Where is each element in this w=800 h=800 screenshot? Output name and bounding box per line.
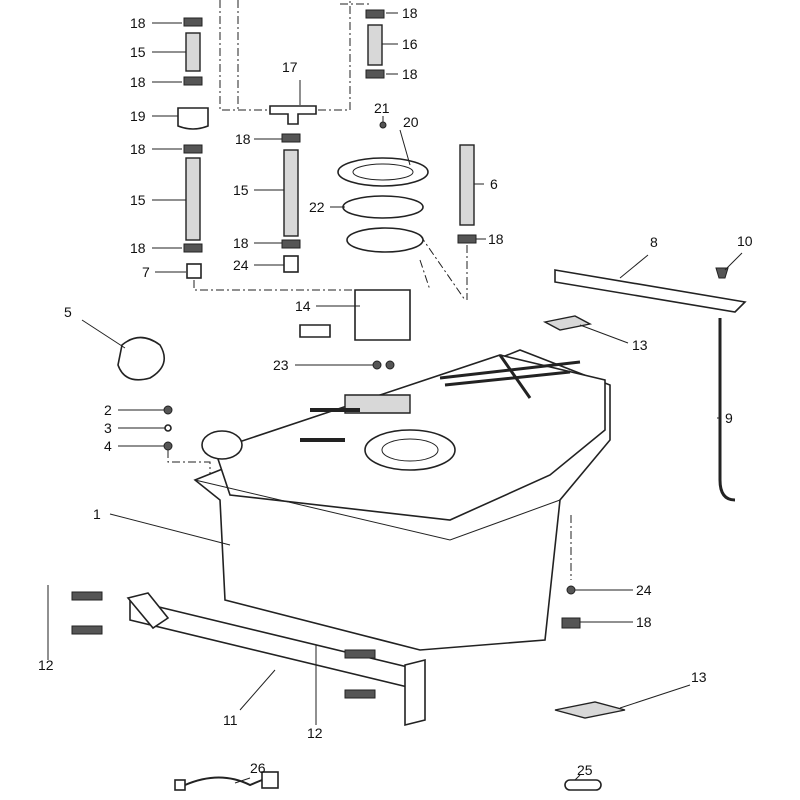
filler-neck — [201, 430, 243, 460]
hose-15-upper — [185, 32, 201, 72]
fuel-tank-1 — [193, 349, 611, 651]
callout: 26 — [250, 760, 266, 776]
clamp-18 — [183, 144, 203, 154]
fitting-7 — [186, 263, 202, 279]
hose-6 — [459, 144, 475, 226]
clamp-18 — [183, 17, 203, 27]
callout: 16 — [402, 36, 418, 52]
callout: 8 — [650, 234, 658, 250]
bolts-12 — [71, 591, 376, 699]
bolt-2 — [163, 405, 173, 415]
callout: 24 — [233, 257, 249, 273]
callout: 3 — [104, 420, 112, 436]
right-hose-assembly — [237, 0, 385, 125]
callout: 15 — [130, 44, 146, 60]
callout: 24 — [636, 582, 652, 598]
nut-10 — [715, 267, 729, 279]
callout: 19 — [130, 108, 146, 124]
strap-8 — [554, 269, 747, 313]
callout: 18 — [130, 74, 146, 90]
callout: 18 — [402, 66, 418, 82]
flange-ring-20 — [337, 157, 429, 187]
callout: 1 — [93, 506, 101, 522]
screw-21 — [379, 121, 387, 129]
rod-9 — [718, 318, 736, 502]
callout: 18 — [130, 240, 146, 256]
callout: 18 — [130, 15, 146, 31]
callout: 18 — [130, 141, 146, 157]
callout: 7 — [142, 264, 150, 280]
callout: 13 — [691, 669, 707, 685]
gasket-22 — [342, 195, 424, 219]
vent-hose-6 — [419, 144, 477, 301]
drain-plug-18 — [561, 617, 581, 629]
callout: 18 — [235, 131, 251, 147]
callout: 11 — [223, 712, 238, 728]
callout-labels: 18 15 18 19 18 15 18 7 17 18 16 18 21 20… — [38, 5, 753, 778]
clamp-18 — [281, 133, 301, 143]
callout: 23 — [273, 357, 289, 373]
support-bracket-11 — [47, 585, 426, 727]
callout: 18 — [402, 5, 418, 21]
callout: 18 — [636, 614, 652, 630]
connector-25 — [564, 779, 602, 791]
callout: 22 — [309, 199, 325, 215]
pad-13 — [542, 315, 593, 331]
callout: 12 — [38, 657, 54, 673]
callout: 5 — [64, 304, 72, 320]
callout: 9 — [725, 410, 733, 426]
callout: 18 — [488, 231, 504, 247]
clamp-18 — [183, 243, 203, 253]
tee-connector-17 — [269, 105, 317, 125]
callout: 15 — [233, 182, 249, 198]
clamp-18 — [457, 234, 477, 244]
left-hose-assembly — [177, 0, 360, 291]
callout: 10 — [737, 233, 753, 249]
clamp-18 — [365, 9, 385, 19]
callout: 18 — [233, 235, 249, 251]
pump-connector — [299, 324, 331, 338]
nut-23 — [372, 360, 382, 370]
washer-4 — [163, 441, 173, 451]
middle-hose-assembly — [281, 133, 301, 273]
callout: 17 — [282, 59, 298, 75]
callout: 25 — [577, 762, 593, 778]
callout: 20 — [403, 114, 419, 130]
clamp-18 — [281, 239, 301, 249]
callout: 21 — [374, 100, 390, 116]
pad-13-lower — [554, 701, 626, 719]
hose-15-middle — [283, 149, 299, 237]
pump-body-14 — [354, 289, 411, 341]
washer-3 — [164, 424, 172, 432]
filler-cap-5 — [117, 336, 166, 381]
clamp-18 — [365, 69, 385, 79]
hose-15-lower — [185, 157, 201, 241]
callout: 15 — [130, 192, 146, 208]
pump-cap — [346, 227, 424, 253]
clamp-18 — [183, 76, 203, 86]
callout: 4 — [104, 438, 112, 454]
seal-24 — [566, 585, 576, 595]
wire-harness-26 — [184, 776, 263, 787]
pump-opening — [364, 429, 456, 471]
callout: 12 — [307, 725, 323, 741]
fuel-filter-19 — [177, 107, 209, 130]
callout: 14 — [295, 298, 311, 314]
callout: 6 — [490, 176, 498, 192]
fitting-24 — [283, 255, 299, 273]
callout: 2 — [104, 402, 112, 418]
callout: 13 — [632, 337, 648, 353]
hose-16 — [367, 24, 383, 66]
